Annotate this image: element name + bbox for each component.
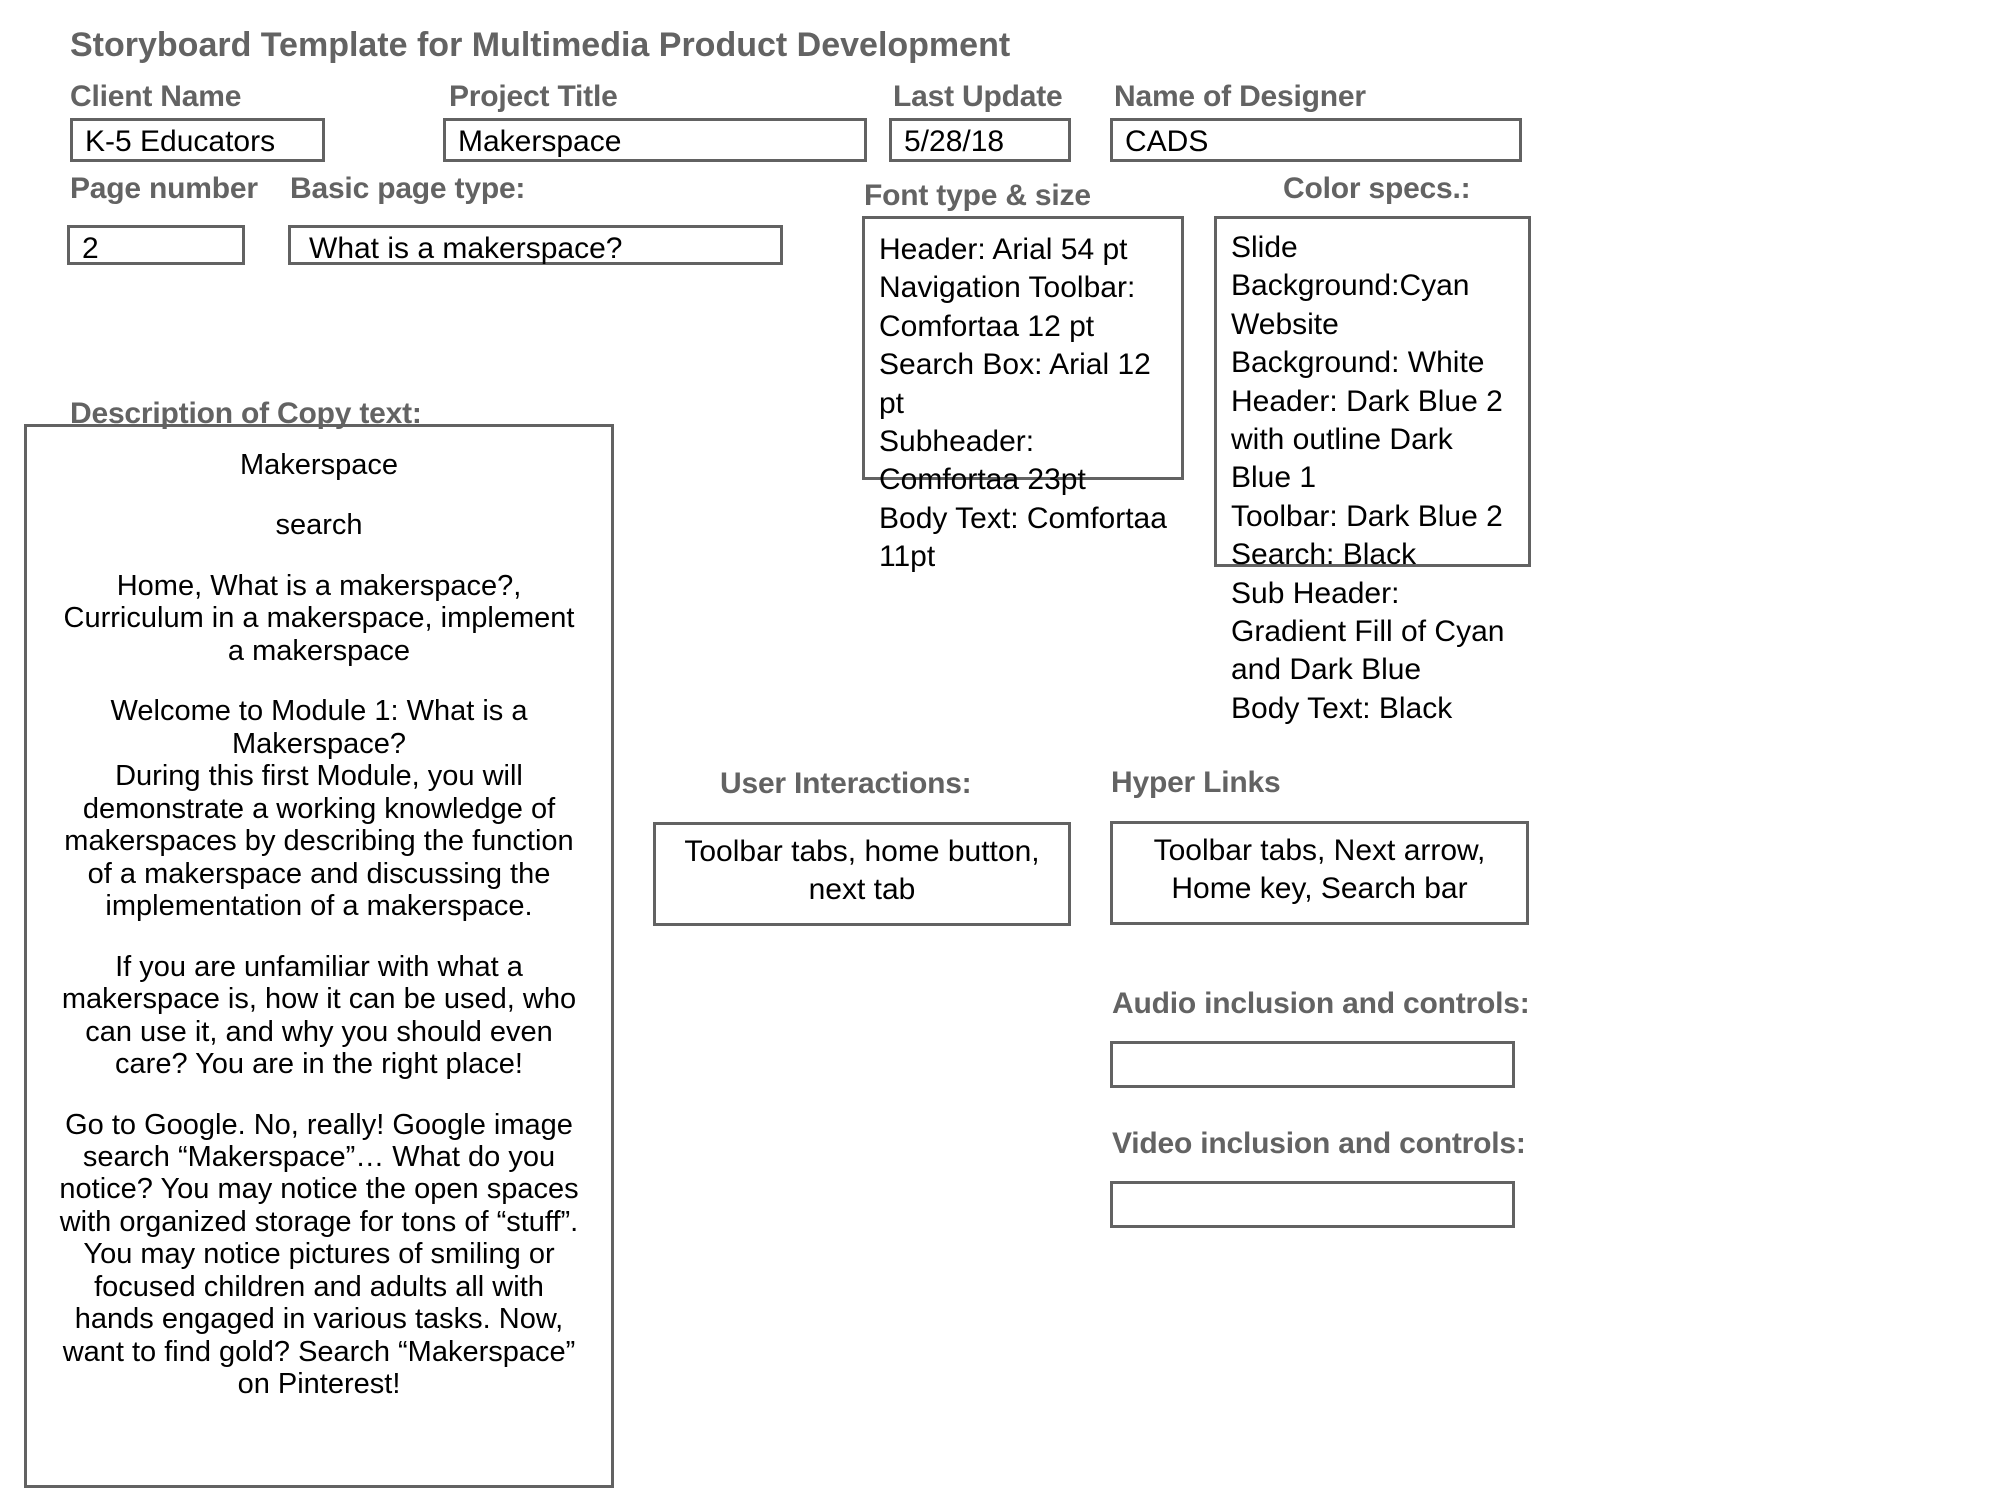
project-title-value: Makerspace bbox=[458, 125, 622, 158]
basic-page-type-input[interactable]: What is a makerspace? bbox=[288, 225, 783, 265]
basic-page-type-label: Basic page type: bbox=[290, 172, 526, 205]
last-update-input[interactable]: 5/28/18 bbox=[889, 118, 1071, 162]
font-spec-line: Search Box: Arial 12 pt bbox=[879, 348, 1151, 420]
copy-paragraph: search bbox=[275, 509, 363, 542]
font-specs-box[interactable]: Header: Arial 54 pt Navigation Toolbar: … bbox=[862, 216, 1184, 573]
spacer bbox=[53, 542, 585, 570]
font-spec-line: Header: Arial 54 pt bbox=[879, 233, 1128, 266]
audio-inclusion-value bbox=[1113, 1044, 1512, 1056]
color-spec-line: Header: Dark Blue 2 with outline Dark Bl… bbox=[1231, 384, 1503, 495]
last-update-value: 5/28/18 bbox=[904, 125, 1005, 158]
video-inclusion-value bbox=[1113, 1184, 1512, 1196]
last-update-label: Last Update bbox=[893, 80, 1063, 113]
font-specs-content: Header: Arial 54 pt Navigation Toolbar: … bbox=[865, 219, 1181, 587]
client-name-value: K-5 Educators bbox=[85, 125, 276, 158]
color-spec-line: Body Text: Black bbox=[1231, 691, 1453, 725]
name-of-designer-input[interactable]: CADS bbox=[1110, 118, 1522, 162]
name-of-designer-value: CADS bbox=[1125, 125, 1209, 158]
project-title-label: Project Title bbox=[449, 80, 618, 113]
color-specs-label: Color specs.: bbox=[1283, 172, 1471, 205]
spacer bbox=[53, 923, 585, 951]
audio-inclusion-label: Audio inclusion and controls: bbox=[1112, 987, 1530, 1020]
copy-paragraph: Go to Google. No, really! Google image s… bbox=[59, 1108, 579, 1401]
font-type-size-label: Font type & size bbox=[864, 179, 1091, 212]
hyper-links-label: Hyper Links bbox=[1111, 766, 1281, 799]
audio-inclusion-box[interactable] bbox=[1110, 1041, 1515, 1088]
copy-paragraph: Makerspace bbox=[240, 449, 398, 481]
page-number-label: Page number bbox=[70, 172, 258, 205]
color-spec-line: Website Background: White bbox=[1231, 307, 1485, 380]
copy-text-box[interactable]: Makerspace search Home, What is a makers… bbox=[24, 424, 614, 1488]
copy-paragraph: During this first Module, you will demon… bbox=[64, 760, 574, 923]
video-inclusion-box[interactable] bbox=[1110, 1181, 1515, 1228]
copy-paragraph: Welcome to Module 1: What is a Makerspac… bbox=[110, 695, 528, 760]
video-inclusion-label: Video inclusion and controls: bbox=[1112, 1127, 1526, 1160]
name-of-designer-label: Name of Designer bbox=[1114, 80, 1366, 113]
font-spec-line: Subheader: Comfortaa 23pt bbox=[879, 424, 1086, 497]
color-spec-line: Slide Background:Cyan bbox=[1231, 231, 1470, 303]
page-title: Storyboard Template for Multimedia Produ… bbox=[70, 26, 1011, 64]
color-spec-line: Sub Header: Gradient Fill of Cyan and Da… bbox=[1231, 576, 1505, 687]
project-title-input[interactable]: Makerspace bbox=[443, 118, 867, 162]
spacer bbox=[53, 667, 585, 695]
hyper-links-box[interactable]: Toolbar tabs, Next arrow, Home key, Sear… bbox=[1110, 821, 1529, 925]
client-name-input[interactable]: K-5 Educators bbox=[70, 118, 325, 162]
spacer bbox=[53, 1081, 585, 1109]
page-number-input[interactable]: 2 bbox=[67, 225, 245, 265]
user-interactions-value: Toolbar tabs, home button, next tab bbox=[684, 835, 1040, 907]
font-spec-line: Body Text: Comfortaa 11pt bbox=[879, 501, 1167, 574]
basic-page-type-value: What is a makerspace? bbox=[309, 232, 623, 265]
hyper-links-value: Toolbar tabs, Next arrow, Home key, Sear… bbox=[1153, 834, 1486, 906]
copy-text-content: Makerspace search Home, What is a makers… bbox=[27, 427, 611, 1401]
page-number-value: 2 bbox=[82, 232, 99, 265]
font-spec-line: Navigation Toolbar: Comfortaa 12 pt bbox=[879, 271, 1136, 343]
user-interactions-label: User Interactions: bbox=[720, 767, 972, 800]
color-specs-box[interactable]: Slide Background:Cyan Website Background… bbox=[1214, 216, 1531, 725]
color-spec-line: Search: Black bbox=[1231, 538, 1417, 572]
copy-text-label: Description of Copy text: bbox=[70, 397, 422, 430]
copy-paragraph: Home, What is a makerspace?, Curriculum … bbox=[63, 569, 575, 667]
copy-paragraph: If you are unfamiliar with what a makers… bbox=[61, 950, 577, 1081]
client-name-label: Client Name bbox=[70, 80, 242, 113]
spacer bbox=[53, 481, 585, 509]
color-specs-content: Slide Background:Cyan Website Background… bbox=[1217, 219, 1528, 738]
color-spec-line: Toolbar: Dark Blue 2 bbox=[1231, 499, 1503, 533]
user-interactions-box[interactable]: Toolbar tabs, home button, next tab bbox=[653, 822, 1071, 926]
